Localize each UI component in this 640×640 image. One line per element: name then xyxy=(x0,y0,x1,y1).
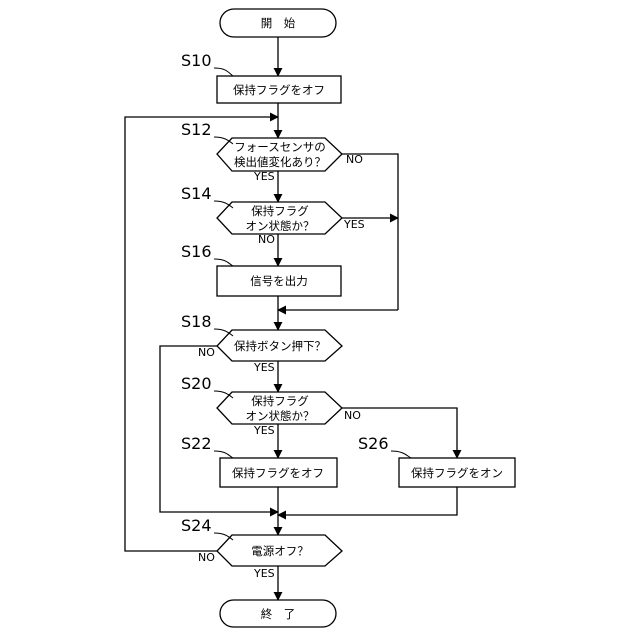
s24-no-label: NO xyxy=(198,551,215,564)
s14-no-label: NO xyxy=(258,233,275,246)
s18-step-label: S18 xyxy=(181,312,212,331)
s22-label: 保持フラグをオフ xyxy=(232,466,324,480)
s14-label-line1: 保持フラグ xyxy=(251,204,309,218)
s26-leader-line xyxy=(391,451,411,458)
s22-leader-line xyxy=(214,451,233,458)
s20-label-line2: オン状態か？ xyxy=(246,409,315,423)
s12-step-label: S12 xyxy=(181,120,212,139)
s12-label-line1: フォースセンサの xyxy=(234,140,325,154)
s12-yes-label: YES xyxy=(253,170,275,183)
s14-label-line2: オン状態か？ xyxy=(246,219,315,233)
s26-label: 保持フラグをオン xyxy=(411,466,503,480)
s14-step-label: S14 xyxy=(181,184,212,203)
s18-label: 保持ボタン押下？ xyxy=(234,339,326,353)
s24-label: 電源オフ？ xyxy=(251,544,309,558)
s22-step-label: S22 xyxy=(181,434,212,453)
end-label: 終 了 xyxy=(261,607,296,621)
s16-leader-line xyxy=(214,259,233,266)
s14-yes-label: YES xyxy=(343,218,365,231)
start-label: 開 始 xyxy=(261,16,296,30)
s18-no-label: NO xyxy=(198,346,215,359)
s20-no-label: NO xyxy=(344,409,361,422)
s18-yes-label: YES xyxy=(253,361,275,374)
s12-label-line2: 検出値変化あり？ xyxy=(234,155,326,169)
s16-label: 信号を出力 xyxy=(250,274,308,288)
s10-step-label: S10 xyxy=(181,51,212,70)
s10-label: 保持フラグをオフ xyxy=(233,83,325,97)
s20-yes-label: YES xyxy=(253,424,275,437)
arrow-s26-to-merge xyxy=(278,487,457,515)
s12-no-label: NO xyxy=(346,153,363,166)
s20-step-label: S20 xyxy=(181,374,212,393)
s12-no-branch-line xyxy=(342,154,398,310)
s16-step-label: S16 xyxy=(181,242,212,261)
s26-step-label: S26 xyxy=(358,434,389,453)
s20-label-line1: 保持フラグ xyxy=(251,394,309,408)
s24-step-label: S24 xyxy=(181,516,212,535)
s10-leader-line xyxy=(214,68,233,76)
s24-yes-label: YES xyxy=(253,567,275,580)
